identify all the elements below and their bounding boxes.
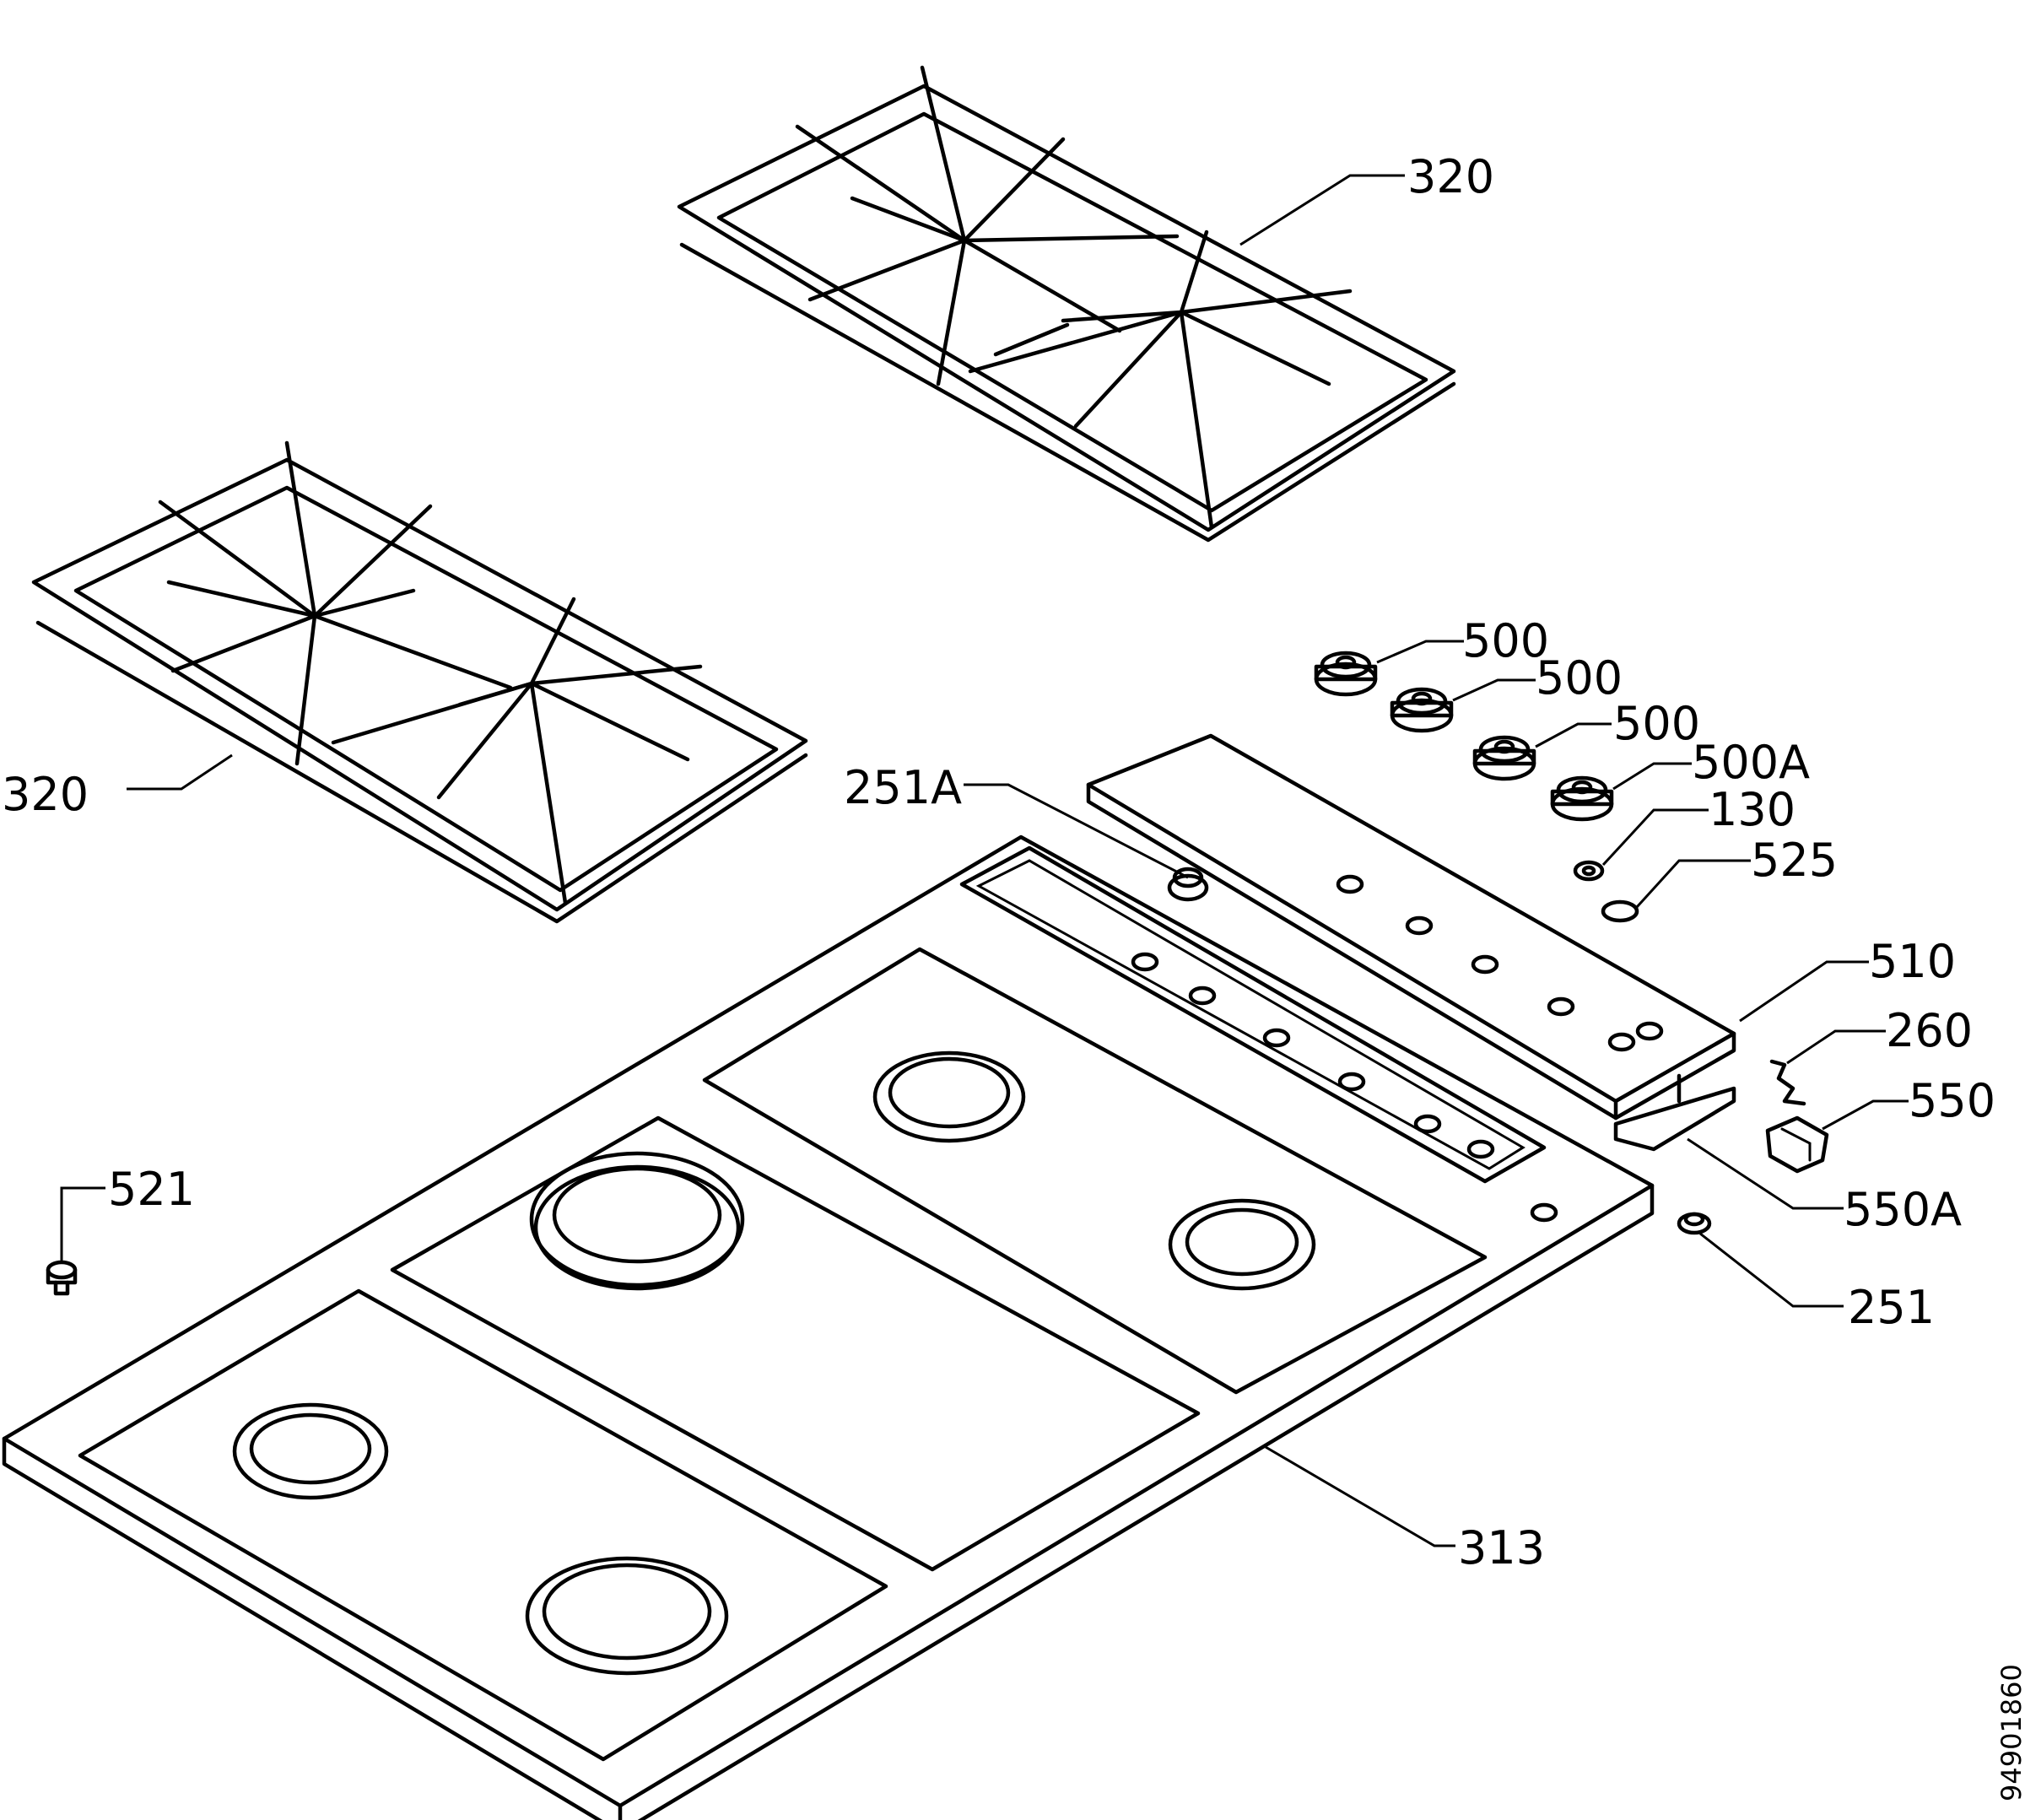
label-251a: 251A — [844, 761, 962, 814]
label-550: 550 — [1909, 1074, 1995, 1127]
label-500a: 500A — [1692, 736, 1810, 789]
control-holes — [1131, 952, 1558, 1223]
label-500-2: 500 — [1536, 651, 1623, 705]
control-panel — [1086, 733, 1736, 1121]
burner-rings — [232, 1050, 1316, 1676]
control-knobs — [1314, 651, 1614, 822]
label-320-front: 320 — [2, 768, 89, 821]
label-500-3: 500 — [1613, 697, 1700, 750]
switch-bracket-part — [1613, 1086, 1736, 1152]
label-260: 260 — [1886, 1004, 1973, 1057]
hob-top-plate — [2, 834, 1655, 1820]
document-id: 94901860 — [1995, 1664, 2025, 1801]
leader-lines — [60, 174, 1909, 1547]
label-525: 525 — [1751, 834, 1838, 887]
label-130: 130 — [1709, 783, 1796, 836]
label-510: 510 — [1869, 935, 1956, 988]
label-550a: 550A — [1844, 1183, 1962, 1236]
label-251: 251 — [1848, 1281, 1935, 1334]
pan-support-grid-rear — [677, 65, 1456, 543]
small-parts — [46, 860, 1829, 1296]
label-500-1: 500 — [1462, 614, 1549, 667]
pan-support-grid-front — [31, 440, 808, 924]
label-313: 313 — [1458, 1521, 1545, 1574]
label-320-rear: 320 — [1407, 150, 1494, 203]
part-labels: 320 320 500 500 500 500A 130 525 251A 51… — [2, 150, 1995, 1574]
label-521: 521 — [108, 1163, 195, 1216]
